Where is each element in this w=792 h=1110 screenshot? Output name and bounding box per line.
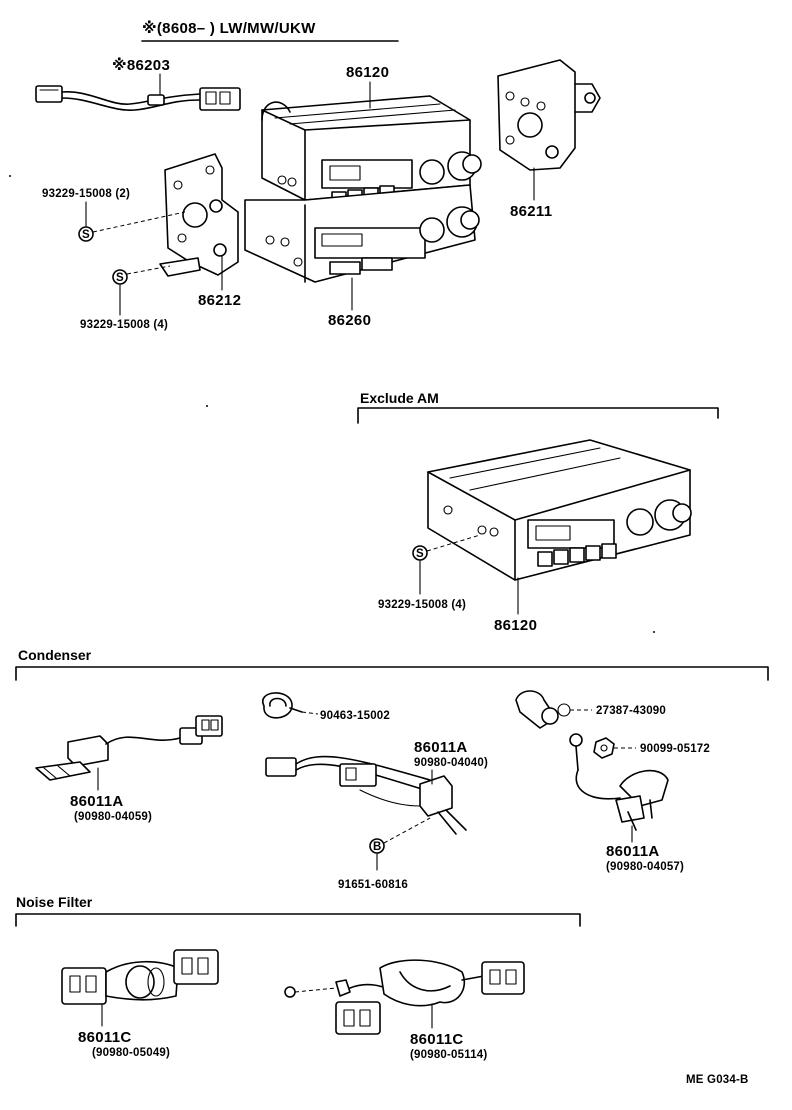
label-filter-c2: 86011C — [410, 1031, 464, 1048]
label-86211: 86211 — [510, 203, 552, 220]
bolt-91651-60816: B — [369, 838, 385, 854]
label-condenser-a3-sub: (90980-04057) — [606, 861, 684, 873]
label-nut: 90099-05172 — [640, 743, 710, 755]
dash-bolt — [383, 817, 431, 844]
dash-screw-top-b — [126, 265, 171, 275]
bracket-86212 — [159, 153, 239, 277]
label-filter-c2-sub: (90980-05114) — [410, 1049, 487, 1061]
condenser-86011a-04040 — [265, 755, 467, 835]
label-screw-mid: 93229-15008 (4) — [378, 599, 466, 611]
label-86212: 86212 — [198, 292, 241, 309]
label-bolt: 91651-60816 — [338, 879, 408, 891]
label-86260: 86260 — [328, 312, 371, 329]
noise-filter-86011c-05114 — [284, 959, 525, 1035]
nut-90099-05172 — [593, 737, 615, 759]
radio-unit-86260-lower — [244, 184, 480, 283]
label-screw-top-a: 93229-15008 (2) — [42, 188, 130, 200]
label-86203: ※86203 — [112, 56, 170, 74]
bracket-condenser — [15, 666, 769, 681]
label-clamp: 90463-15002 — [320, 710, 390, 722]
label-condenser-a2: 86011A — [414, 739, 468, 756]
screw-top-a: S — [78, 226, 94, 242]
label-filter-c1: 86011C — [78, 1029, 132, 1046]
section-condenser: Condenser — [18, 647, 92, 663]
noise-filter-86011c-05049 — [61, 949, 219, 1005]
section-exclude-am: Exclude AM — [360, 390, 439, 406]
speck — [9, 175, 11, 177]
bracket-86211 — [497, 59, 601, 171]
svg-text:S: S — [116, 272, 124, 284]
screw-top-b: S — [112, 269, 128, 285]
label-condenser-a1-sub: (90980-04059) — [74, 811, 152, 823]
wire-harness-86203 — [35, 85, 241, 111]
svg-text:S: S — [82, 229, 90, 241]
footer-code: ME G034-B — [686, 1074, 749, 1086]
dash-screw-mid — [426, 534, 481, 552]
clamp-90463-15002 — [262, 692, 303, 719]
screw-mid: S — [412, 545, 428, 561]
label-filter-c1-sub: (90980-05049) — [92, 1047, 170, 1059]
label-86120-exclude-am: 86120 — [494, 617, 537, 634]
dash-screw-top-a — [92, 211, 186, 233]
speck — [653, 631, 655, 633]
dash-clamp — [301, 711, 319, 715]
diagram-title: ※(8608– ) LW/MW/UKW — [142, 19, 316, 37]
radio-unit-86120-exclude-am — [427, 439, 692, 581]
label-condenser-a2-sub: 90980-04040) — [414, 757, 488, 769]
section-noise-filter: Noise Filter — [16, 894, 93, 910]
condenser-86011a-04059 — [35, 715, 223, 781]
bracket-exclude-am — [357, 407, 719, 424]
label-86120-upper: 86120 — [346, 64, 389, 81]
label-plug: 27387-43090 — [596, 705, 666, 717]
speck — [206, 405, 208, 407]
bracket-noise-filter — [15, 913, 581, 927]
plug-27387-43090 — [515, 690, 571, 729]
condenser-86011a-04057 — [569, 733, 669, 831]
label-condenser-a1: 86011A — [70, 793, 124, 810]
svg-text:B: B — [373, 841, 382, 853]
label-screw-top-b: 93229-15008 (4) — [80, 319, 168, 331]
label-condenser-a3: 86011A — [606, 843, 660, 860]
svg-text:S: S — [416, 548, 424, 560]
